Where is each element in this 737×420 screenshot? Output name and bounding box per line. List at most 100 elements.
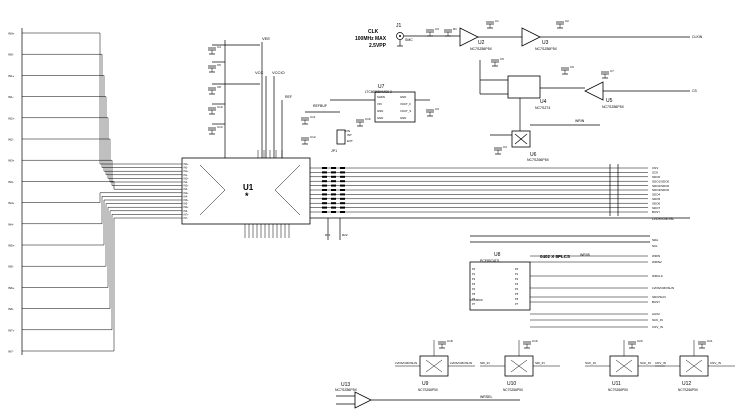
u8-net-1: SCL xyxy=(652,244,658,248)
u7-pin-right: GND xyxy=(400,116,406,120)
cap-label: C4 xyxy=(217,45,221,49)
u8-mid-label: WR05 xyxy=(580,253,590,257)
buffer-part-1: NC7SZ66P5X xyxy=(503,388,524,392)
bus-resistor xyxy=(340,175,345,178)
switch-icon xyxy=(510,359,528,373)
bus-net-2: SDO0 xyxy=(652,175,661,179)
buffer-part-3: NC7SZ66P5X xyxy=(678,388,699,392)
input-label-10: IN5+ xyxy=(8,244,15,248)
bus-resistor xyxy=(322,175,327,178)
bus-net-5: SDO3/SDO0 xyxy=(652,188,670,192)
u1-pin: IN0- xyxy=(184,168,189,170)
analog-input-bus: IN0+IN0-IN1+IN1-IN2+IN2-IN3+IN3-IN4+IN4-… xyxy=(8,28,182,355)
bus-net-8: SDO6 xyxy=(652,201,661,205)
bus-resistor xyxy=(331,206,336,209)
buffer-ref-3: U12 xyxy=(682,381,691,387)
u8-net-5: LVDS/CMOSLIN xyxy=(652,286,674,290)
cap-label: C8 xyxy=(217,85,221,89)
u4-ref: U4 xyxy=(540,99,547,105)
input-label-11: IN5- xyxy=(8,265,14,269)
input-label-15: IN7- xyxy=(8,350,14,354)
bus-net-4: SDO2/SDO0 xyxy=(652,184,670,188)
cap-label: C3 xyxy=(435,27,439,31)
u1-pin: IN1- xyxy=(184,175,189,177)
u8-net-6: SDO/SCO xyxy=(652,295,667,299)
bus-net-0: CNV xyxy=(652,166,658,170)
input-label-7: IN3- xyxy=(8,180,14,184)
input-label-12: IN6+ xyxy=(8,286,15,290)
u8-pin: P6 xyxy=(472,297,476,301)
buffer-in-1: SDI_IN xyxy=(480,361,490,365)
vccio-label: VCCIO xyxy=(272,70,285,75)
buffer-ref-1: U10 xyxy=(507,381,516,387)
cap-label: C6 xyxy=(570,65,574,69)
u8-pin: P1 xyxy=(472,272,476,276)
bus-resistor xyxy=(340,193,345,196)
input-label-2: IN1+ xyxy=(8,74,15,78)
u8-expander: U8 PCF8574TS 0402 X 8PLCS WR05 SDASCLWRI… xyxy=(469,235,674,329)
u1-pin: IN2- xyxy=(184,182,189,184)
u1-pin: IN6- xyxy=(184,211,189,213)
bus-resistor xyxy=(322,189,327,191)
cap-label: C12 xyxy=(310,135,316,139)
bus-net-7: SDO5 xyxy=(652,197,661,201)
cap-label: C1 xyxy=(495,19,499,23)
cap-label: C5 xyxy=(217,63,221,67)
u8-net-9: SCK_IN xyxy=(652,318,663,322)
u7-part: LTC6655BHMS8-3 xyxy=(365,90,392,94)
u3-ref: U3 xyxy=(542,40,549,46)
smc-jack-icon xyxy=(396,32,404,40)
u13-part: NC7SZ86P5X xyxy=(335,388,358,392)
bus-resistor xyxy=(340,180,345,183)
u8-pack: 0402 X 8PLCS xyxy=(540,254,570,259)
u7-reference: U7 LTC6655BHMS8-3 SHDNVINGNDGNDGNDVOUT_F… xyxy=(301,84,439,153)
cap-label: C21 xyxy=(707,339,713,343)
cap-label: R1 xyxy=(453,27,457,31)
u1-pin: IN5- xyxy=(184,204,189,206)
u8-pin: P4 xyxy=(515,287,519,291)
u7-pin-left: GND xyxy=(377,116,383,120)
cap-label: C7 xyxy=(610,69,614,73)
buffer-out-1: SDI_IN xyxy=(535,361,545,365)
bus-resistor xyxy=(322,180,327,183)
u7-pin-right: VOUT_F xyxy=(400,102,411,106)
resistor-label: R21 xyxy=(325,233,331,237)
bus-resistor xyxy=(340,211,345,213)
u8-net-8: AUX2 xyxy=(652,312,660,316)
u13-gate: U13 NC7SZ86P5X WRSEL xyxy=(335,382,520,409)
input-label-9: IN4- xyxy=(8,222,14,226)
input-label-13: IN6- xyxy=(8,307,14,311)
u8-net-4: WRCLK xyxy=(652,274,663,278)
u8-net-7: BUSY xyxy=(652,300,660,304)
input-label-1: IN0- xyxy=(8,53,14,57)
bus-resistor xyxy=(340,189,345,191)
resistor-label: R22 xyxy=(342,233,348,237)
u8-pin: P7 xyxy=(515,302,519,306)
bus-net-1: SCK xyxy=(652,171,658,175)
refbuf-label: REFBUF xyxy=(313,104,327,108)
switch-icon xyxy=(685,359,703,373)
clock-section: CLK 100MHz MAX 2.5VPP J1 SMC U2 NC7SZ86P… xyxy=(355,19,703,51)
cap-label: C10 xyxy=(217,105,223,109)
buffer-ref-0: U9 xyxy=(422,381,429,387)
u8-pin: P1 xyxy=(515,272,519,276)
cap-label: C18 xyxy=(447,339,453,343)
clk-label: CLK xyxy=(368,29,379,35)
wrsel-net: WRSEL xyxy=(480,395,493,399)
jp-int-label: INT xyxy=(347,133,352,137)
input-label-3: IN1- xyxy=(8,95,14,99)
u8-net-0: SDA xyxy=(652,238,658,242)
buffer-out-3: CNV_IN xyxy=(710,361,721,365)
digital-output-bus: CNVSCKSDO0SDO1/SDO0SDO2/SDO0SDO3/SDO0SDO… xyxy=(310,164,670,216)
bus-resistor xyxy=(331,211,336,213)
u8-pin: P2 xyxy=(515,277,519,281)
input-label-14: IN7+ xyxy=(8,328,15,332)
u8-net-10: CNV_IN xyxy=(652,325,663,329)
bus-resistor xyxy=(322,197,327,200)
u1-pin: IN3+ xyxy=(184,186,190,188)
cap-label: C14 xyxy=(217,125,223,129)
ref-label: REF xyxy=(285,95,292,99)
u1-pin: IN7+ xyxy=(184,214,190,216)
